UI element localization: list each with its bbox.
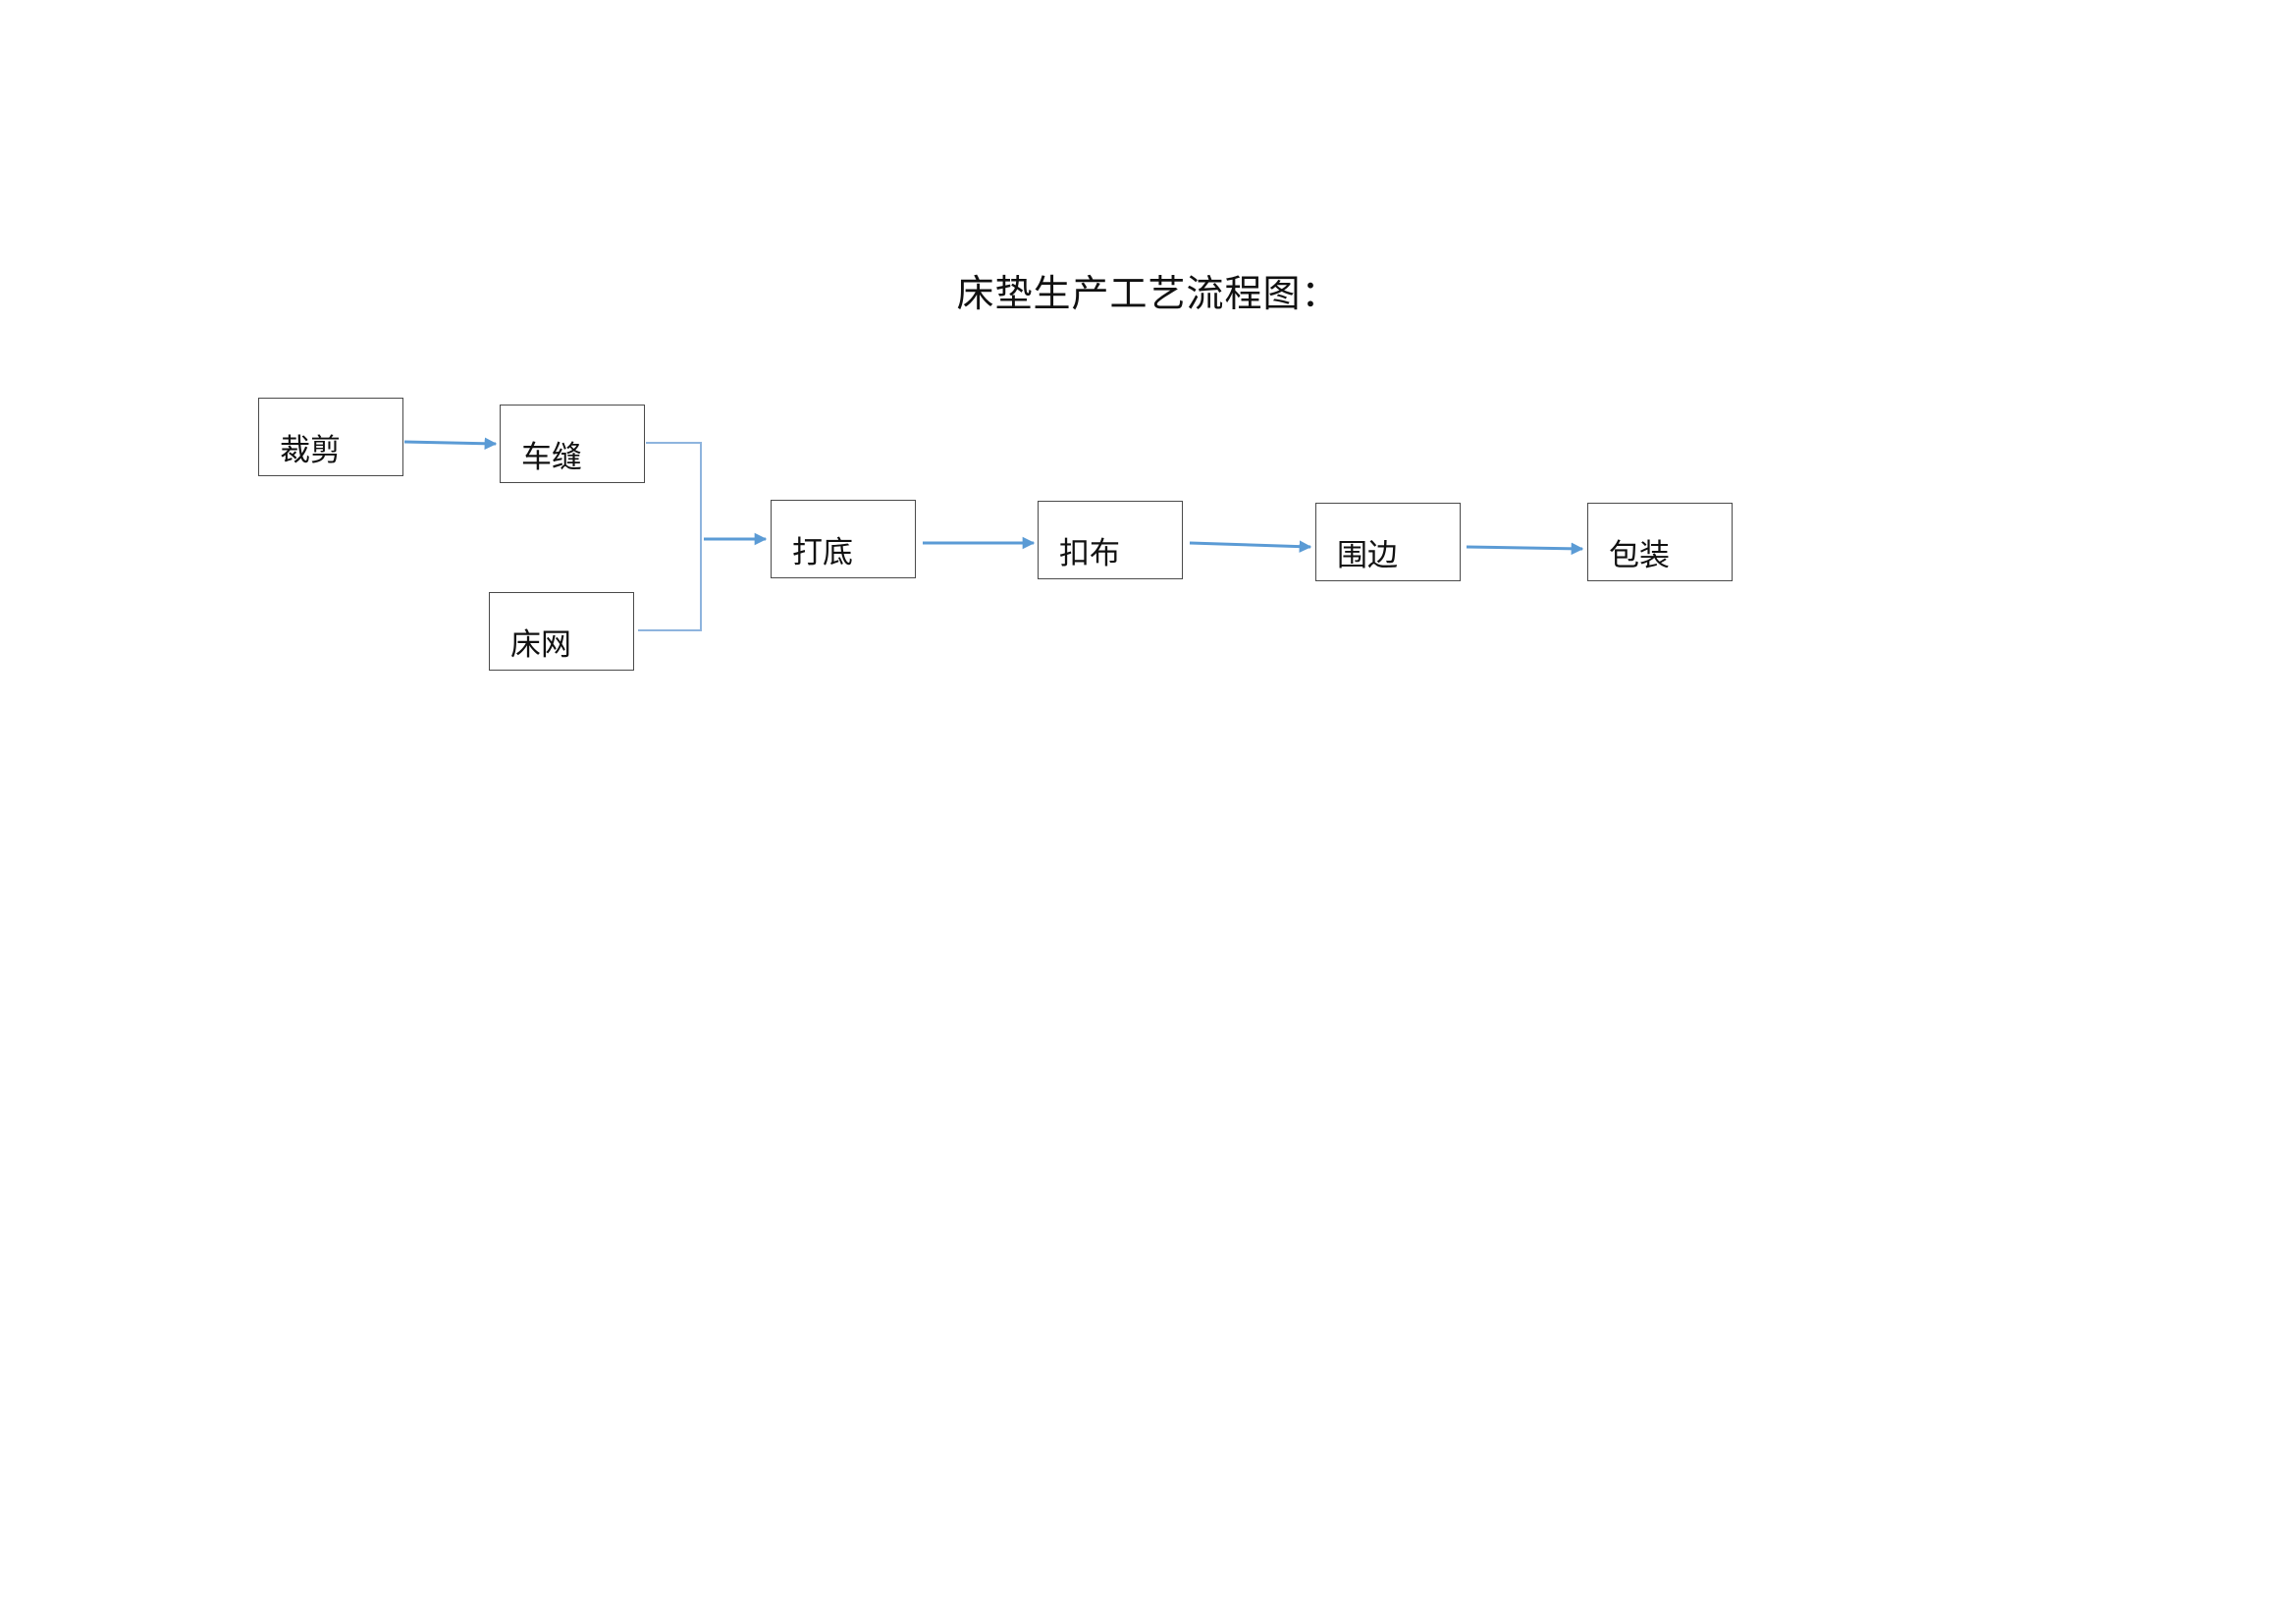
arrow-cut-to-sew xyxy=(403,437,498,451)
node-sew-label: 车缝 xyxy=(521,440,582,475)
node-fabric-label: 扣布 xyxy=(1059,536,1120,571)
node-sew: 车缝 xyxy=(500,405,645,483)
node-spring-label: 床网 xyxy=(510,627,571,663)
node-cut: 裁剪 xyxy=(258,398,403,476)
arrow-edge-to-pack xyxy=(1466,542,1584,556)
node-fabric: 扣布 xyxy=(1038,501,1183,579)
diagram-title: 床垫生产工艺流程图： xyxy=(956,272,1340,315)
node-edge: 围边 xyxy=(1315,503,1461,581)
node-base: 打底 xyxy=(771,500,916,578)
node-edge-label: 围边 xyxy=(1337,538,1398,573)
arrow-fabric-to-edge xyxy=(1189,540,1312,553)
node-base-label: 打底 xyxy=(792,535,853,570)
node-spring: 床网 xyxy=(489,592,634,671)
merge-bracket xyxy=(638,442,702,631)
node-cut-label: 裁剪 xyxy=(280,433,341,468)
node-pack-label: 包装 xyxy=(1609,538,1670,573)
node-pack: 包装 xyxy=(1587,503,1733,581)
